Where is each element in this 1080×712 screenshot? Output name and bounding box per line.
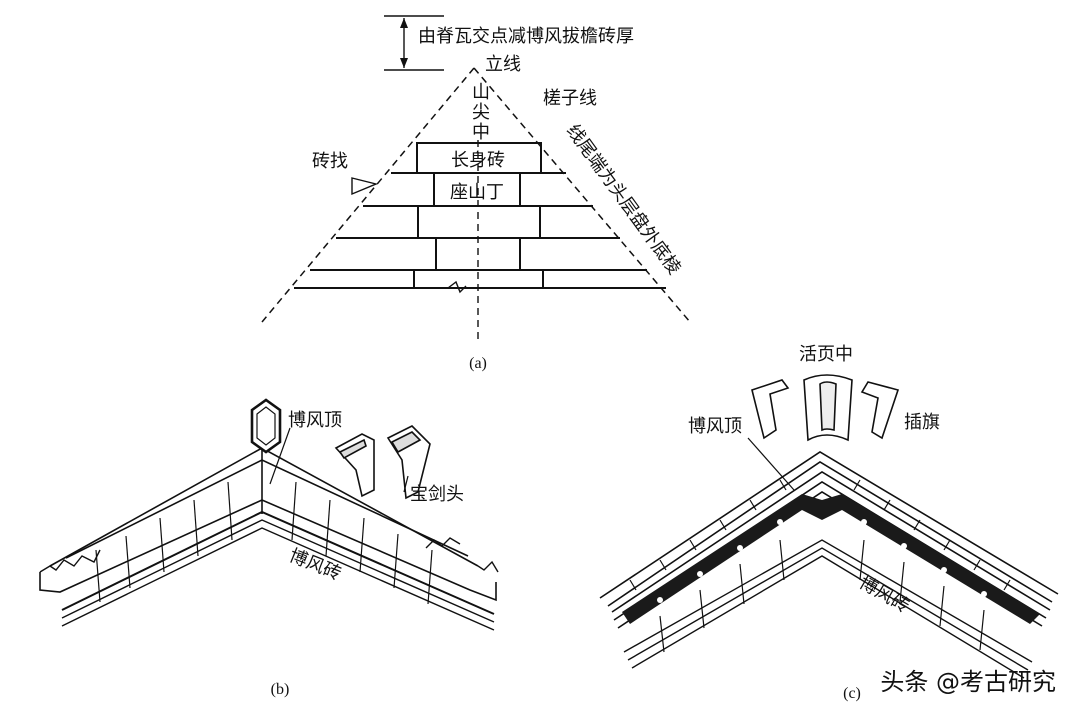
top-note-line2: 立线 [485,54,521,75]
caption-c: (c) [843,685,861,702]
panel-b: 博风顶 宝剑头 博风砖 (b) [39,398,499,698]
caption-b: (b) [271,681,290,698]
top-label-b: 博风顶 [288,410,342,431]
hinge-pieces [751,374,900,442]
gable-c [599,451,1059,679]
gable-left-line [261,67,475,323]
brick-cut-marker [351,177,379,196]
top-note-line1: 由脊瓦交点减博风拔檐砖厚 [418,26,634,47]
sword-head-pieces [334,425,431,500]
sword-head-label: 宝剑头 [410,484,464,505]
top-leader-c [747,437,795,491]
apex-char-2: 尖 [472,102,490,123]
outer-edge-label: 线尾端为头层盘外底棱 [562,121,685,279]
caption-a: (a) [469,355,487,372]
brick-courses [294,142,666,294]
ornament-band [622,494,1040,624]
apex-char-3: 中 [472,122,490,143]
apex-char-1: 山 [472,82,490,103]
dimension-bracket [384,15,444,71]
top-label-c: 博风顶 [688,416,742,437]
sword-leader [403,475,409,493]
apex-label: 山 尖 中 [472,82,490,143]
center-label-c: 活页中 [799,344,853,365]
brick-label-c: 博风砖 [856,572,913,617]
finial-b [250,398,282,454]
gable-right-line [473,67,691,323]
brick-seat-label: 座山丁 [450,182,504,203]
watermark: 头条 @考古研究 [880,668,1056,696]
brick-cut-label: 砖找 [312,151,348,172]
brick-long-label: 长身砖 [451,150,505,171]
top-leader-b [269,427,291,485]
gable-b [39,446,499,631]
flag-label-c: 插旗 [904,412,940,433]
rafter-line-label: 槎子线 [543,88,597,109]
panel-a: 由脊瓦交点减博风拔檐砖厚 立线 山 尖 中 [261,15,691,372]
panel-c: 活页中 插旗 [599,344,1059,702]
